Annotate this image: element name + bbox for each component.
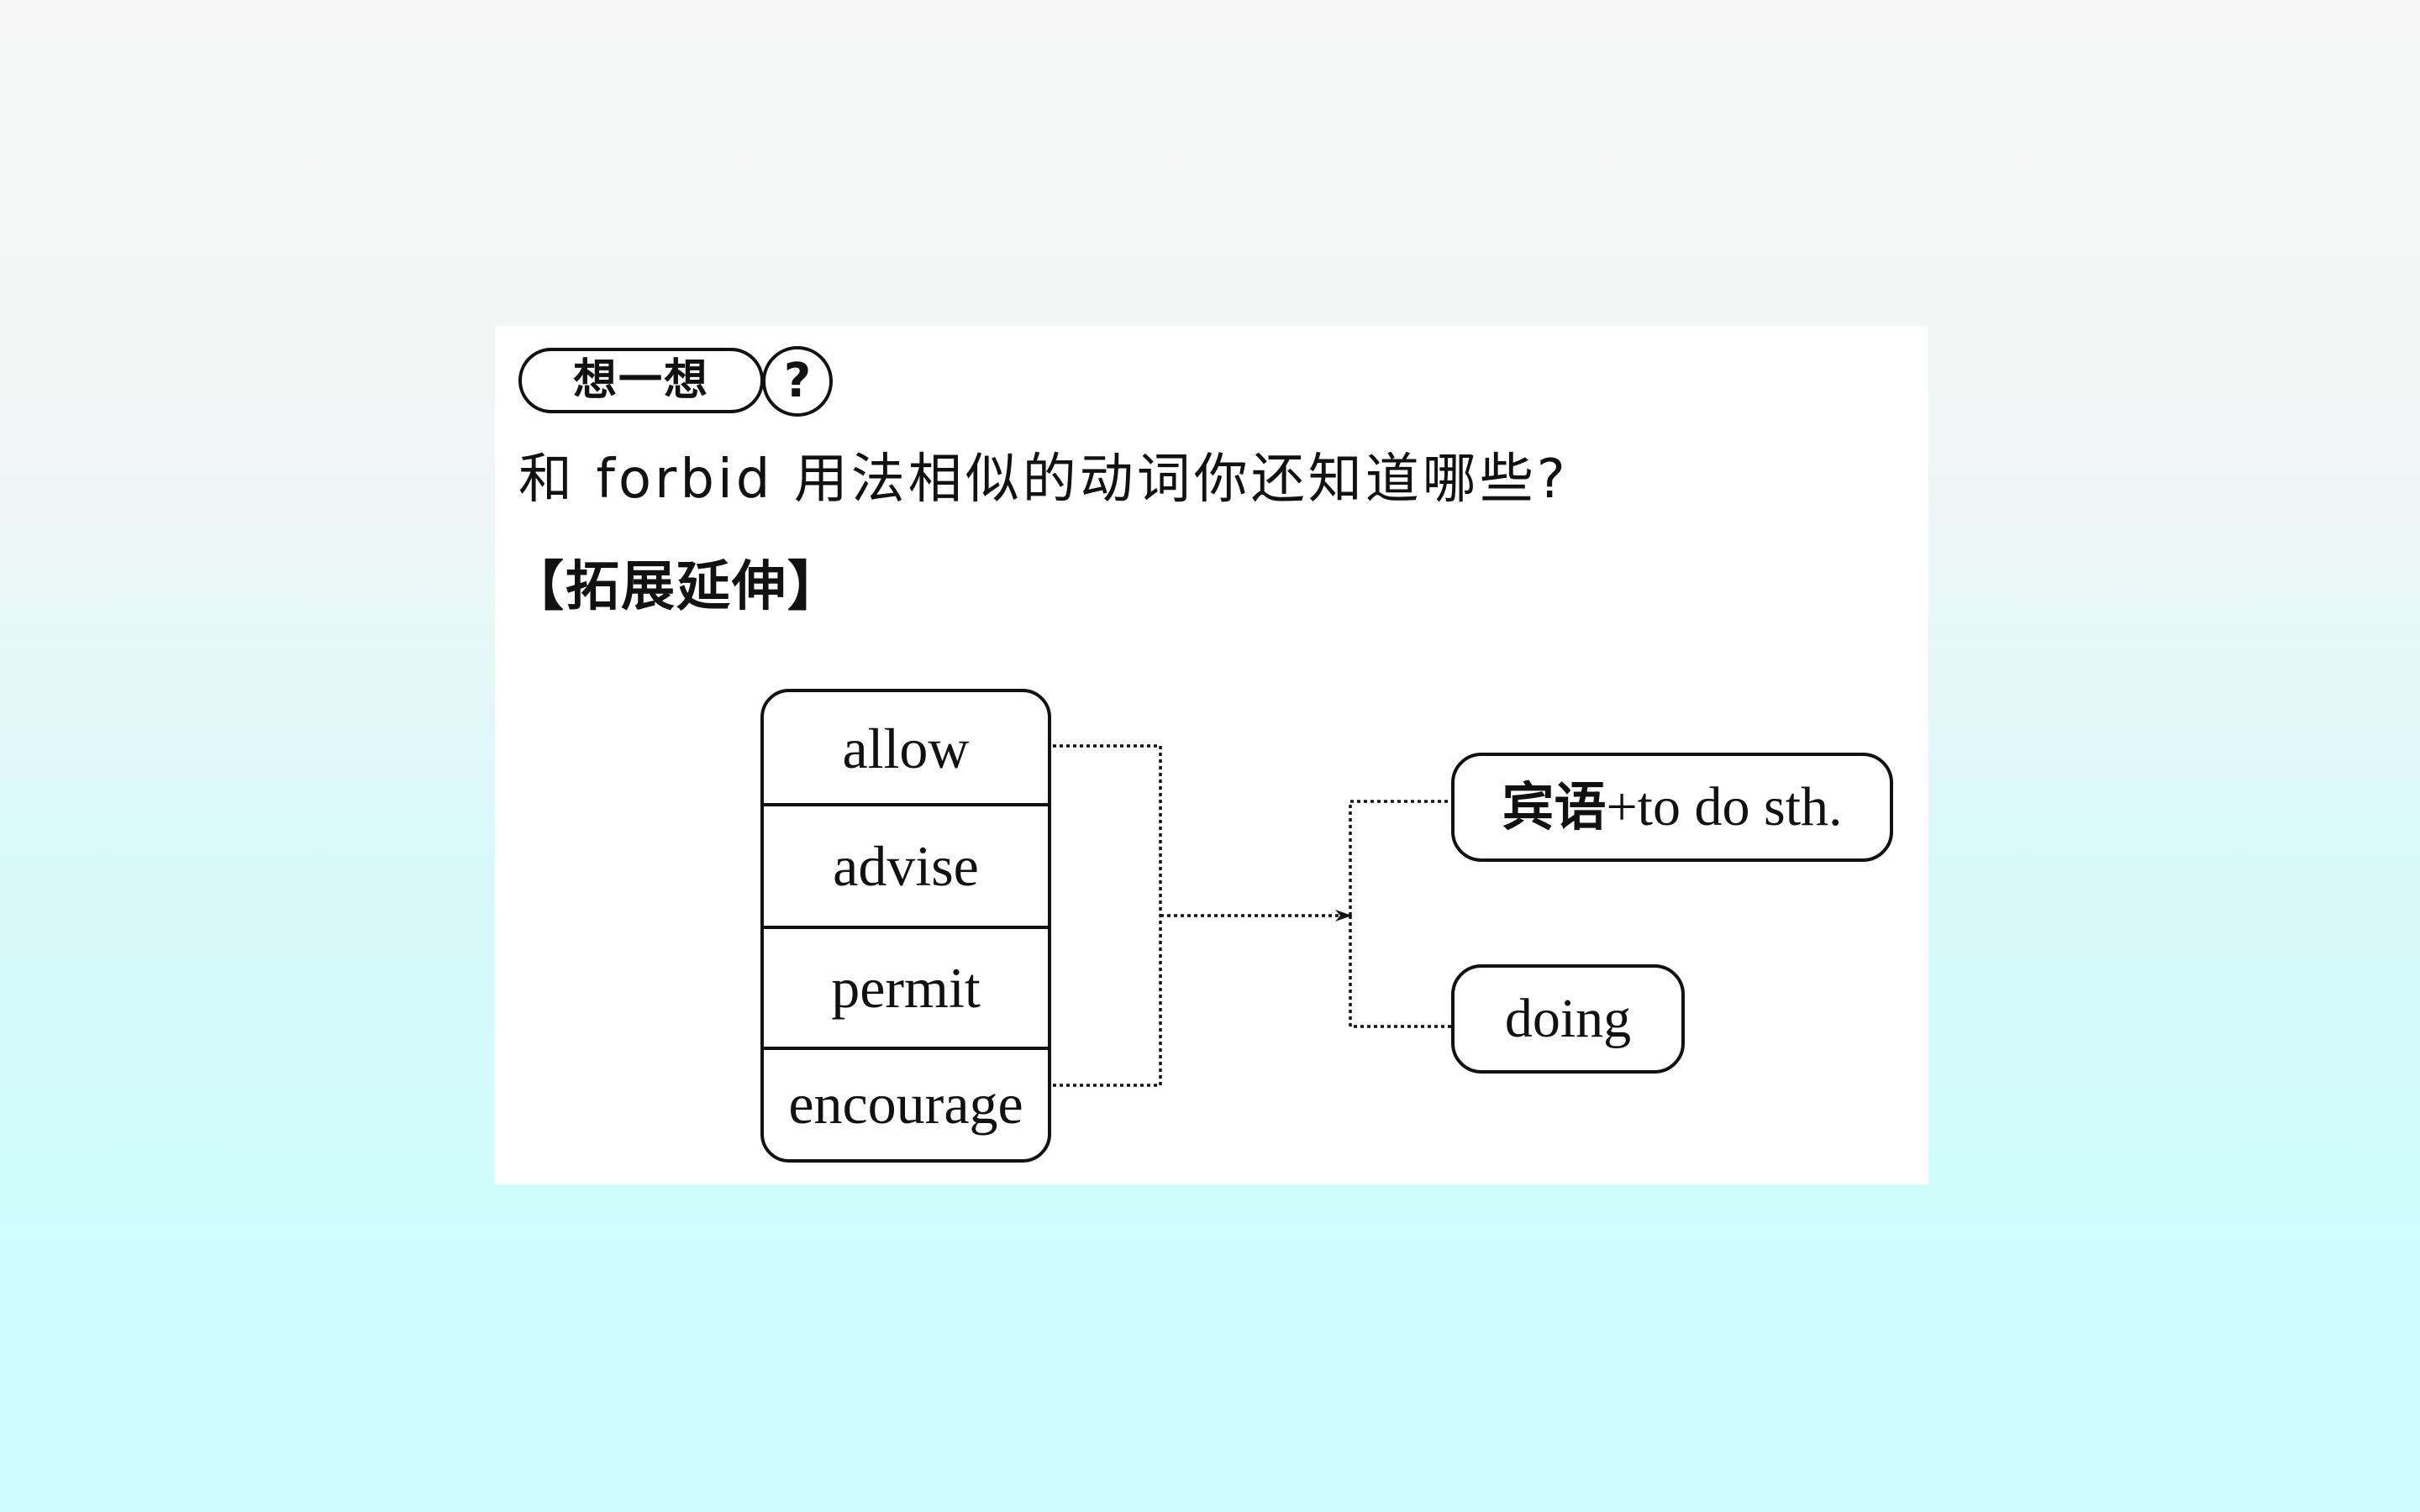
verb-divider	[764, 803, 1048, 806]
verb-item: advise	[833, 834, 979, 898]
result-suffix: +to do sth.	[1606, 776, 1843, 837]
think-label: 想一想	[572, 355, 709, 406]
verb-list: allow advise permit encourage	[760, 689, 1051, 1163]
think-badge: 想一想 ?	[518, 346, 833, 418]
result-prefix: 宾语	[1502, 776, 1607, 837]
question-text: 和 forbid 用法相似的动词你还知道哪些?	[518, 449, 1569, 511]
branch-line-upper	[1349, 800, 1451, 916]
section-heading: 【拓展延伸】	[510, 556, 843, 618]
result-suffix: doing	[1504, 988, 1632, 1049]
question-circle-icon: ?	[762, 346, 833, 417]
think-oval: 想一想	[518, 348, 764, 413]
branch-line-lower	[1349, 916, 1451, 1028]
verb-item: encourage	[788, 1072, 1023, 1136]
verb-item: permit	[831, 956, 981, 1020]
verb-bracket-line	[1053, 744, 1162, 1087]
content-card: 想一想 ? 和 forbid 用法相似的动词你还知道哪些? 【拓展延伸】 all…	[495, 326, 1928, 1184]
verb-divider	[764, 1047, 1048, 1050]
question-mark-glyph: ?	[783, 354, 812, 408]
connector-diagram	[1053, 744, 1451, 1087]
verb-item: allow	[842, 717, 970, 780]
result-box: 宾语+to do sth.	[1451, 753, 1893, 862]
verb-divider	[764, 926, 1048, 929]
result-box: doing	[1451, 964, 1685, 1074]
